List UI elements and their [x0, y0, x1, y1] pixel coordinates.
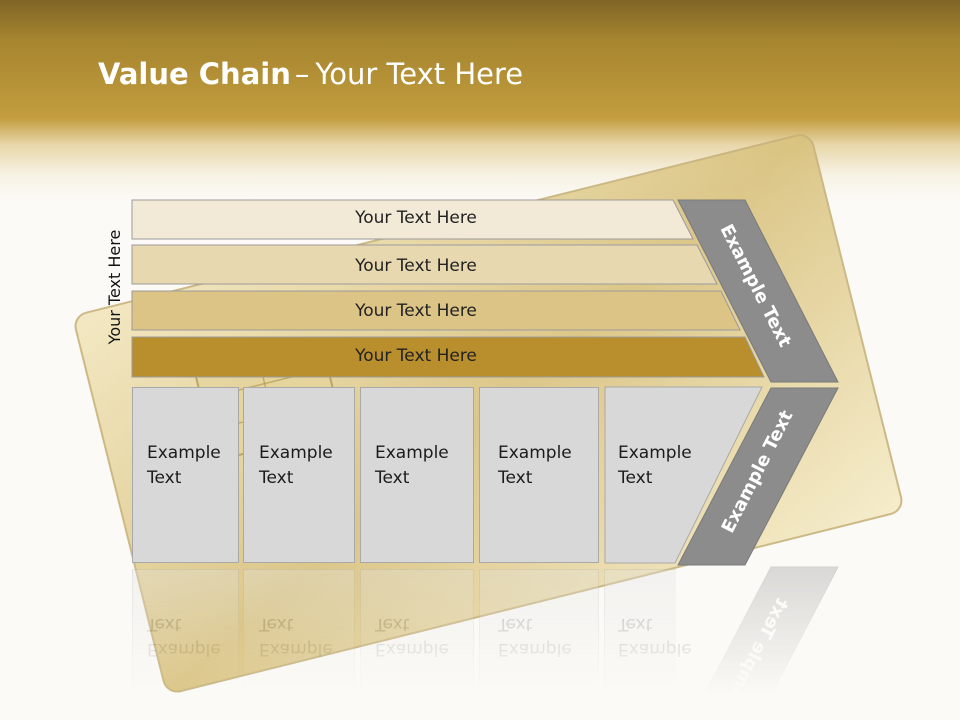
box-1-line2: Text — [147, 468, 182, 488]
bar-3-label: Your Text Here — [355, 301, 477, 321]
box-3-line1: Example — [375, 443, 449, 463]
box-2-line1: Example — [259, 443, 333, 463]
page-title: Value Chain–Your Text Here — [98, 54, 523, 94]
activity-box-4 — [479, 387, 599, 563]
box-2-line2: Text — [259, 468, 294, 488]
box-1-line1: Example — [147, 443, 221, 463]
bar-1 — [131, 199, 694, 240]
activity-box-2 — [243, 387, 355, 563]
reflection-chevron — [677, 566, 839, 715]
box-5-line2: Text — [618, 468, 653, 488]
box-4-line2: Text — [498, 468, 533, 488]
chevron-bottom — [677, 387, 839, 566]
chevron-top — [677, 199, 839, 383]
title-dash: – — [294, 57, 310, 91]
bar-2-label: Your Text Here — [355, 256, 477, 276]
bar-1-label: Your Text Here — [355, 208, 477, 228]
activity-box-3 — [360, 387, 474, 563]
box-3-line2: Text — [375, 468, 410, 488]
bar-3 — [131, 290, 741, 331]
title-rest: Your Text Here — [315, 57, 524, 91]
last-box-slant — [604, 386, 763, 564]
bar-4-label: Your Text Here — [355, 346, 477, 366]
activity-box-1 — [132, 387, 239, 563]
title-bold: Value Chain — [98, 57, 291, 91]
bar-2 — [131, 244, 718, 285]
box-5-line1: Example — [618, 443, 692, 463]
bar-4 — [131, 336, 765, 378]
box-4-line1: Example — [498, 443, 572, 463]
